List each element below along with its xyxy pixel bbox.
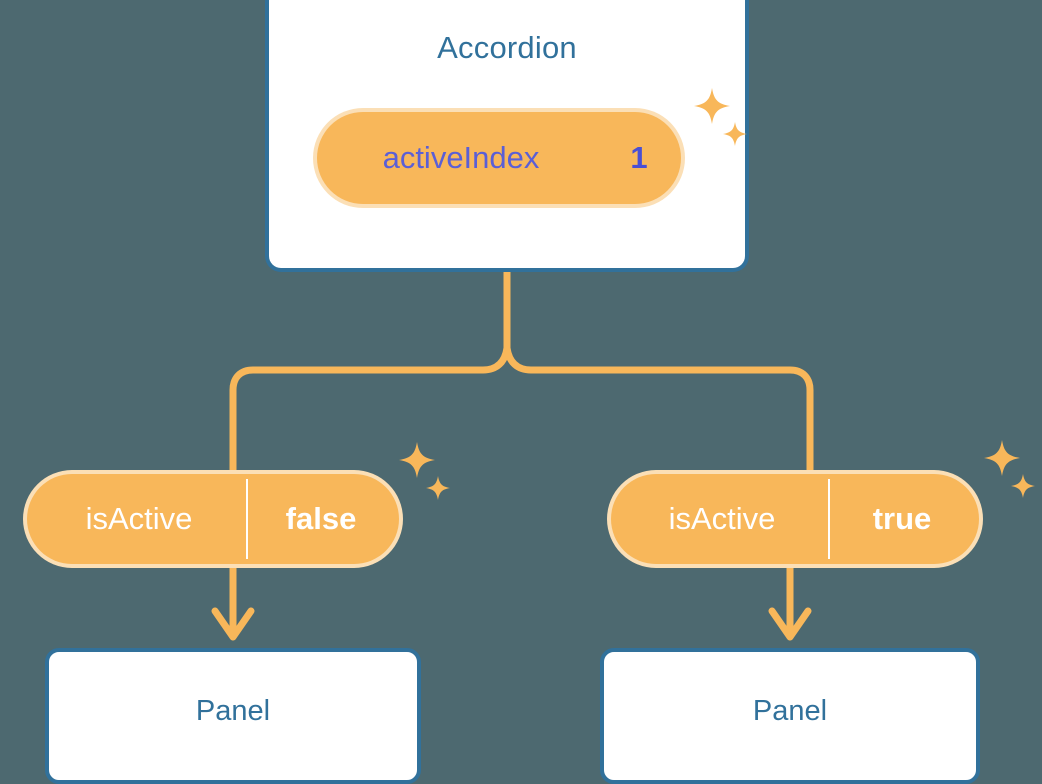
sparkle-four-point-icon: [984, 440, 1035, 498]
state-badge-active-index[interactable]: activeIndex 1: [313, 108, 685, 208]
arrow-down-icon: [211, 607, 255, 641]
panel-component-card-left[interactable]: Panel: [45, 648, 421, 784]
prop-pill-key: isActive: [85, 501, 193, 536]
panel-label: Panel: [752, 695, 828, 727]
prop-pill-value: false: [246, 479, 394, 559]
panel-component-card-right[interactable]: Panel: [600, 648, 980, 784]
prop-pill-key: isActive: [668, 501, 776, 536]
prop-pill-value: true: [828, 479, 974, 559]
prop-pill-is-active-true[interactable]: isActive true: [607, 470, 983, 568]
sparkle-four-point-icon: [694, 88, 747, 146]
edge-accordion-to-left-prop: [229, 347, 511, 470]
state-badge-key: activeIndex: [382, 140, 540, 175]
state-badge-value: 1: [600, 117, 676, 199]
edge-accordion-to-right-prop: [503, 347, 814, 470]
prop-pill-is-active-false[interactable]: isActive false: [23, 470, 403, 568]
sparkle-four-point-icon: [399, 442, 450, 500]
page-title: Accordion: [437, 30, 577, 65]
arrow-down-icon: [768, 607, 812, 641]
panel-label: Panel: [195, 695, 271, 727]
